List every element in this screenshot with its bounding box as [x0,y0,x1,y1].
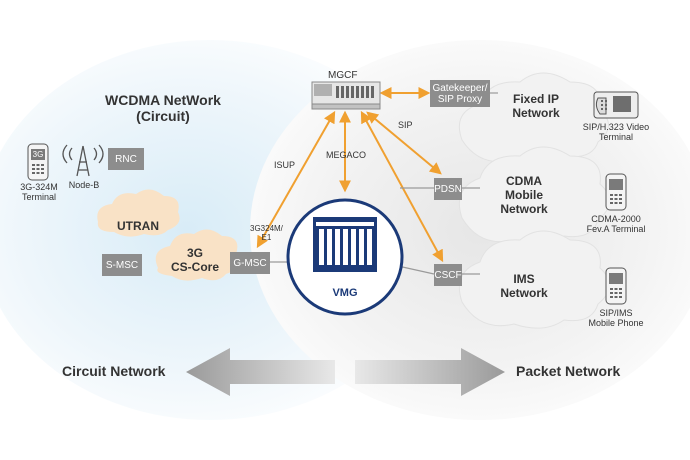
cloud-utran-shape [97,189,180,237]
cs-core-label: 3G CS-Core [170,246,219,274]
utran-label: UTRAN [117,219,159,233]
cdma-label: CDMA Mobile Network [500,174,548,216]
cdma2000-label: CDMA-2000 Fev.A Terminal [586,214,646,234]
mgcf-device [311,81,381,110]
node-b-label: Node-B [68,180,100,190]
wcdma-title-line: WCDMA NetWork [105,92,221,108]
wcdma-subtitle-line: (Circuit) [136,108,190,124]
wcdma-title: WCDMA NetWork (Circuit) [90,92,236,124]
isup-label: ISUP [274,160,296,170]
gmsc-box: G-MSC [230,252,270,274]
cloud-ims-shape [458,230,610,329]
sip-h323-label: SIP/H.323 Video Terminal [582,122,650,142]
vmg-label: VMG [332,287,358,299]
smsc-box: S-MSC [102,254,142,276]
packet-network-label: Packet Network [516,363,621,379]
e1-label: 3G324M/ E1 [250,224,283,242]
sip-label: SIP [398,120,413,130]
vmg-node [286,198,404,316]
circuit-network-label: Circuit Network [62,363,166,379]
t324m-label: 3G-324M Terminal [20,182,58,202]
rnc-box: RNC [108,148,144,170]
phone-sip-ims-icon [605,267,627,305]
cloud-cs-core-shape [155,229,239,281]
fixed-ip-label: Fixed IP Network [512,92,560,120]
phone-3g324m-icon [27,143,49,181]
ims-label: IMS Network [500,272,548,300]
phone-cdma2000-icon [605,173,627,211]
link-mgcf-gmsc [256,110,336,249]
cscf-box: CSCF [434,264,462,286]
orange-links [256,87,444,263]
sip-ims-label: SIP/IMS Mobile Phone [588,308,644,328]
gray-links [270,92,498,275]
mgcf-label: MGCF [328,70,358,81]
gatekeeper-box: Gatekeeper/ SIP Proxy [430,80,490,107]
packet-arrow-shape [355,348,505,396]
pdsn-box: PDSN [434,178,462,200]
gatekeeper-label: Gatekeeper/ SIP Proxy [432,82,488,105]
phone-3g-screen-label: 3G [32,150,44,159]
circuit-arrow-shape [186,348,335,396]
megaco-label: MEGACO [326,150,367,160]
link-mgcf-cscf [360,110,444,263]
node-b-antenna-icon [62,144,104,177]
video-phone-icon [593,91,639,119]
